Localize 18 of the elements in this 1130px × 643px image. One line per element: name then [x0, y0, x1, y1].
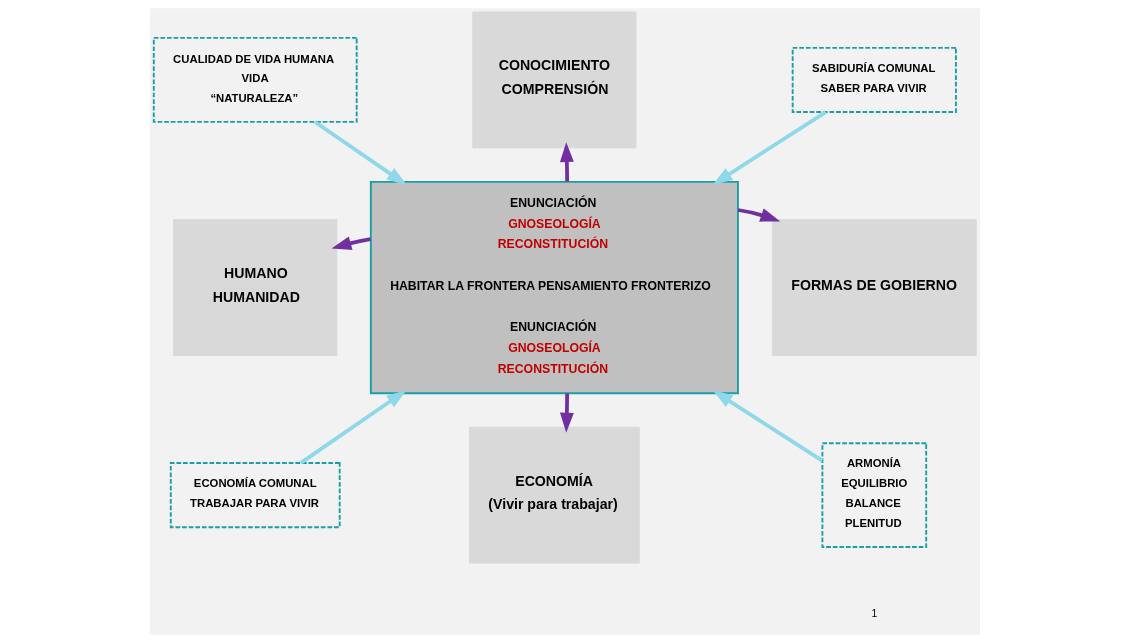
node-box: CONOCIMIENTO COMPRENSIÓN [472, 11, 637, 149]
label: 1 [871, 607, 878, 619]
arrow [331, 236, 371, 250]
node-box: CUALIDAD DE VIDA HUMANA VIDA “NATURALEZA” [152, 36, 358, 123]
node-box: SABIDURÍA COMUNAL SABER PARA VIVIR [791, 46, 957, 113]
arrow [299, 390, 407, 465]
node-box: FORMAS DE GOBIERNO [771, 219, 977, 356]
node-box: ECONOMÍA (Vivir para trabajar) [468, 426, 640, 564]
arrow [712, 390, 824, 463]
node-box: ECONOMÍA COMUNAL TRABAJAR PARA VIVIR [169, 462, 341, 529]
arrow [712, 110, 827, 185]
arrow [314, 120, 407, 186]
node-box: ARMONÍA EQUILIBRIO BALANCE PLENITUD [821, 442, 928, 548]
arrow [559, 393, 574, 433]
node-box: HUMANO HUMANIDAD [173, 219, 338, 356]
arrow [559, 142, 574, 182]
node-box: ENUNCIACIÓN GNOSEOLOGÍA RECONSTITUCIÓN HABITAR LA FRONTERA PENSAMIENTO FRONTERIZO ENUNCIACIÓN GNOSEOLOGÍA RECONSTITUCIÓN [369, 180, 739, 395]
arrow [737, 208, 781, 222]
